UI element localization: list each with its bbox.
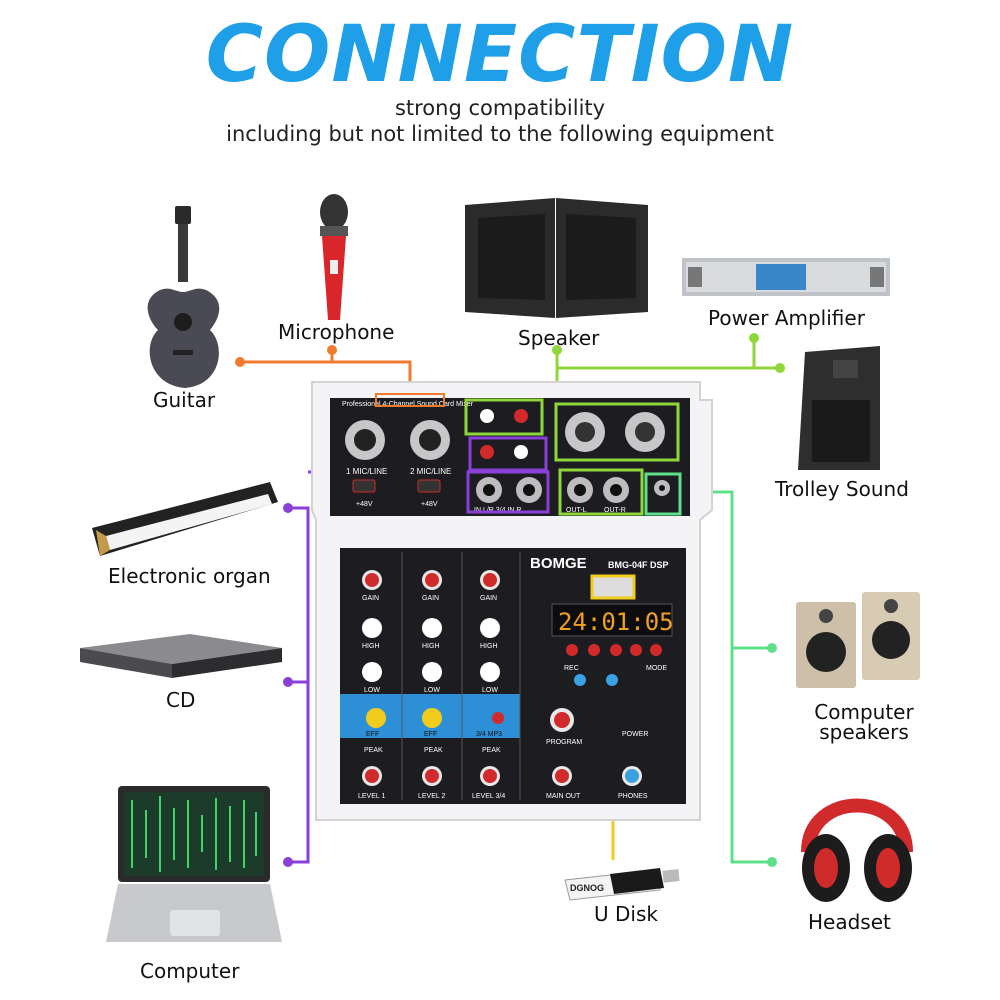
guitar-connector-dot: [235, 357, 245, 367]
mixer-device: Professional 4-Channel Sound Card Mixer …: [311, 381, 713, 821]
guitar-label: Guitar: [153, 388, 216, 412]
high-label-1: HIGH: [362, 643, 380, 650]
speaker-icon: [465, 198, 648, 318]
high-label-2: HIGH: [422, 643, 440, 650]
trolley-connector-dot: [775, 363, 785, 373]
power-amplifier-label: Power Amplifier: [708, 306, 865, 330]
power-amplifier-icon: [682, 258, 890, 296]
peak-label-1: PEAK: [364, 747, 383, 754]
computer-speakers-icon: [796, 592, 920, 688]
speaker-label: Speaker: [518, 326, 600, 350]
computer-icon: [106, 786, 282, 942]
level1-label: LEVEL 1: [358, 793, 385, 800]
eff-label-1: EFF: [366, 731, 379, 738]
electronic-organ-label: Electronic organ: [108, 564, 271, 588]
u-disk-icon: DGNOG: [564, 868, 680, 901]
microphone-connector-dot: [327, 345, 337, 355]
phantom-1: +48V: [356, 501, 373, 508]
amp-connector-dot: [749, 333, 759, 343]
speaker-connector-dot: [552, 345, 562, 355]
headset-icon: [801, 798, 913, 902]
ch1-label: 1 MIC/LINE: [346, 467, 387, 476]
high-label-3: HIGH: [480, 643, 498, 650]
rec-label: REC: [564, 665, 579, 672]
low-label-2: LOW: [424, 687, 440, 694]
main-out-label: MAIN OUT: [546, 793, 581, 800]
pc-speaker-connector-dot: [767, 643, 777, 653]
gain-label-1: GAIN: [362, 595, 379, 602]
guitar-icon: [147, 206, 220, 388]
mixer-top-label: Professional 4-Channel Sound Card Mixer: [342, 401, 474, 408]
trolley-sound-icon: [798, 346, 880, 470]
peak-label-2: PEAK: [424, 747, 443, 754]
mixer-brand: BOMGE: [530, 555, 587, 572]
level34-label: LEVEL 3/4: [472, 793, 505, 800]
subtitle-line-2: including but not limited to the followi…: [226, 122, 774, 146]
u-disk-label: U Disk: [594, 902, 658, 926]
out-l-label: OUT-L: [566, 507, 587, 514]
peak-label-3: PEAK: [482, 747, 501, 754]
organ-connector-dot: [283, 503, 293, 513]
computer-speakers-label-1: Computer: [814, 700, 914, 724]
cd-player-icon: [80, 634, 282, 678]
trolley-sound-label: Trolley Sound: [775, 477, 909, 501]
low-label-3: LOW: [482, 687, 498, 694]
out-r-label: OUT-R: [604, 507, 626, 514]
cd-connector-dot: [283, 677, 293, 687]
subtitle-line-1: strong compatibility: [394, 96, 606, 120]
headset-label: Headset: [808, 910, 891, 934]
ch2-label: 2 MIC/LINE: [410, 467, 451, 476]
computer-speakers-label-2: speakers: [819, 720, 909, 744]
phantom-2: +48V: [421, 501, 438, 508]
mixer-display: 24:01:05: [558, 608, 674, 636]
mixer-model: BMG-04F DSP: [608, 560, 669, 570]
u-disk-brand: DGNOG: [570, 883, 604, 893]
power-label: POWER: [622, 731, 648, 738]
mode-label: MODE: [646, 665, 667, 672]
eff-label-2: EFF: [424, 731, 437, 738]
program-label: PROGRAM: [546, 739, 582, 746]
page-title: CONNECTION: [205, 10, 795, 100]
computer-label: Computer: [140, 959, 240, 983]
phones-label: PHONES: [618, 793, 648, 800]
cd-label: CD: [166, 688, 196, 712]
electronic-organ-icon: [92, 482, 278, 556]
gain-label-3: GAIN: [480, 595, 497, 602]
low-label-1: LOW: [364, 687, 380, 694]
microphone-icon: [320, 194, 348, 320]
microphone-label: Microphone: [278, 320, 395, 344]
mp3-label: 3/4 MP3: [476, 731, 502, 738]
gain-label-2: GAIN: [422, 595, 439, 602]
level2-label: LEVEL 2: [418, 793, 445, 800]
computer-connector-dot: [283, 857, 293, 867]
headset-connector-dot: [767, 857, 777, 867]
